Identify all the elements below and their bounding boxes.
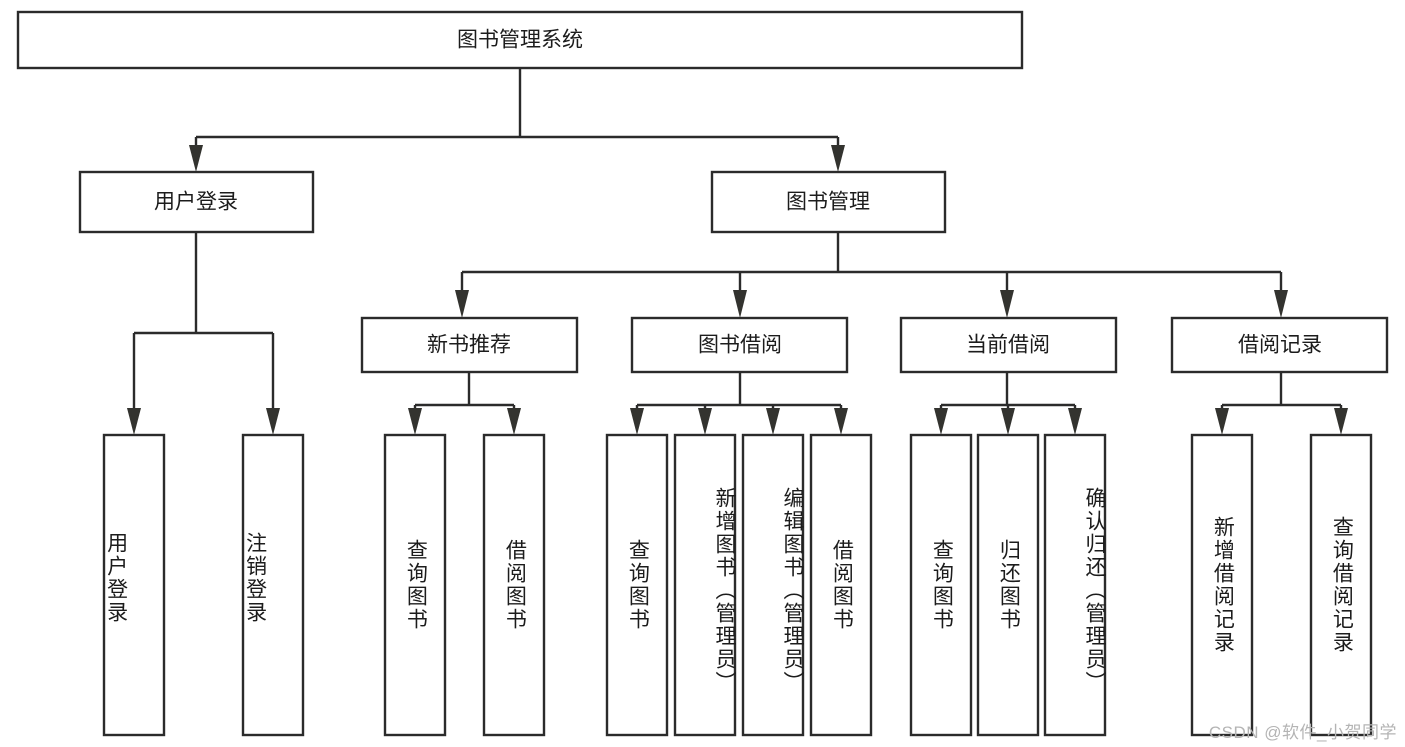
arrow-icon-borrow-record bbox=[1274, 290, 1288, 318]
arrow-icon-leaf-user-logout bbox=[266, 408, 280, 435]
node-box-book-manage[interactable] bbox=[710, 170, 947, 234]
node-box-leaf-return-book[interactable] bbox=[976, 433, 1040, 737]
node-label-user-login: 用户登录 bbox=[154, 191, 238, 214]
node-box-user-login[interactable] bbox=[78, 170, 315, 234]
node-box-leaf-add-record[interactable] bbox=[1190, 433, 1254, 737]
arrow-icon-leaf-confirm-return bbox=[1068, 408, 1082, 435]
node-label-book-borrow: 图书借阅 bbox=[698, 334, 782, 357]
node-box-book-borrow[interactable] bbox=[630, 316, 849, 374]
connector-layer bbox=[127, 68, 1348, 435]
node-box-leaf-borrow-book-2[interactable] bbox=[809, 433, 873, 737]
node-box-root[interactable] bbox=[16, 10, 1024, 70]
node-box-leaf-query-book-3[interactable] bbox=[909, 433, 973, 737]
node-layer: 图书管理系统 用户登录 图书管理 新书推荐 图书借阅 当前借阅 借阅记录 bbox=[16, 10, 1389, 737]
node-box-leaf-query-book-1[interactable] bbox=[383, 433, 447, 737]
node-box-leaf-add-book[interactable] bbox=[673, 433, 737, 737]
node-box-leaf-user-login[interactable] bbox=[102, 433, 166, 737]
node-label-root: 图书管理系统 bbox=[457, 29, 583, 52]
node-label-current-borrow: 当前借阅 bbox=[966, 334, 1050, 357]
arrow-icon-leaf-query-record bbox=[1334, 408, 1348, 435]
node-box-leaf-query-book-2[interactable] bbox=[605, 433, 669, 737]
arrow-icon-user-login bbox=[189, 145, 203, 172]
node-box-leaf-query-record[interactable] bbox=[1309, 433, 1373, 737]
node-box-leaf-borrow-book-1[interactable] bbox=[482, 433, 546, 737]
node-box-leaf-edit-book[interactable] bbox=[741, 433, 805, 737]
arrow-icon-current-borrow bbox=[1000, 290, 1014, 318]
node-box-new-book-recommend[interactable] bbox=[360, 316, 579, 374]
node-box-borrow-record[interactable] bbox=[1170, 316, 1389, 374]
arrow-icon-book-borrow bbox=[733, 290, 747, 318]
csdn-watermark: CSDN @软件_小贺同学 bbox=[1208, 723, 1397, 742]
arrow-icon-leaf-add-book bbox=[698, 408, 712, 435]
arrow-icon-leaf-edit-book bbox=[766, 408, 780, 435]
node-label-book-manage: 图书管理 bbox=[786, 191, 870, 214]
arrow-icon-leaf-borrow-book-1 bbox=[507, 408, 521, 435]
arrow-icon-leaf-add-record bbox=[1215, 408, 1229, 435]
node-box-leaf-user-logout[interactable] bbox=[241, 433, 305, 737]
arrow-icon-leaf-return-book bbox=[1001, 408, 1015, 435]
arrow-icon-leaf-query-book-1 bbox=[408, 408, 422, 435]
arrow-icon-book-manage bbox=[831, 145, 845, 172]
node-label-new-book-recommend: 新书推荐 bbox=[427, 334, 511, 357]
arrow-icon-leaf-user-login bbox=[127, 408, 141, 435]
arrow-icon-leaf-query-book-3 bbox=[934, 408, 948, 435]
node-box-current-borrow[interactable] bbox=[899, 316, 1118, 374]
arrow-icon-new-book-recommend bbox=[455, 290, 469, 318]
arrow-icon-leaf-borrow-book-2 bbox=[834, 408, 848, 435]
node-box-leaf-confirm-return[interactable] bbox=[1043, 433, 1107, 737]
arrow-icon-leaf-query-book-2 bbox=[630, 408, 644, 435]
node-label-borrow-record: 借阅记录 bbox=[1238, 334, 1322, 357]
